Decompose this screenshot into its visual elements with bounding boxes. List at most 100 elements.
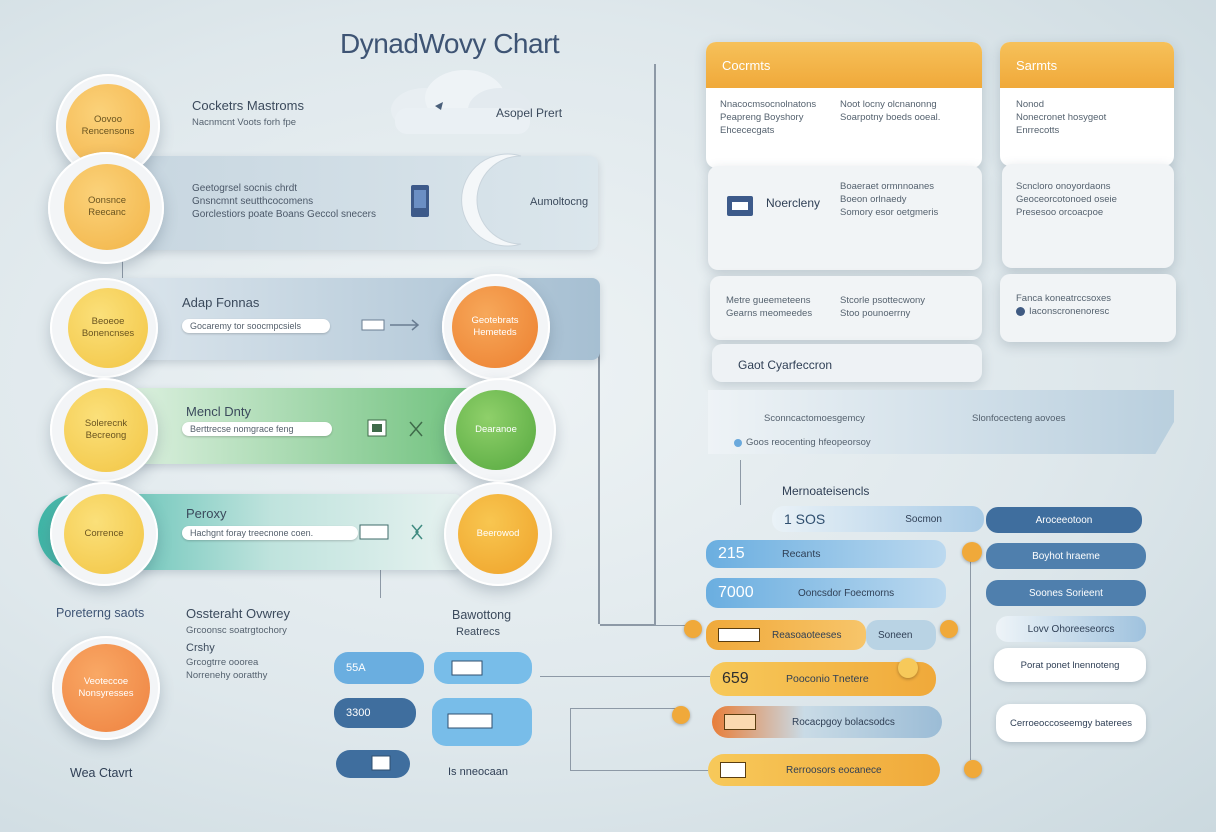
banner-left: Sconncactomoesgemcy (764, 413, 865, 424)
connector-line (598, 288, 600, 624)
card-cocrmts-header: Cocrmts (706, 42, 982, 88)
card-cocrmts-footer: Gaot Cyarfeccron (712, 344, 982, 382)
band-2-pill: Gocaremy tor soocmpcsiels (182, 319, 330, 333)
card-arrow-icon (358, 522, 428, 542)
band-4-pill: Hachgnt foray treecnone coen. (182, 526, 358, 540)
flow-orange-pill-3: Rocacpgoy bolacsodcs (712, 706, 942, 738)
connector-line (570, 770, 710, 771)
band-4-heading: Peroxy (186, 506, 227, 521)
band-3-pill: Berttrecse nomgrace feng (182, 422, 332, 436)
ticket-icon (724, 714, 756, 730)
card-arrow-icon (366, 418, 426, 440)
screen-icon (724, 194, 756, 218)
node-dot (898, 658, 918, 678)
card-icon (451, 660, 483, 676)
flow-blue-pill-1: 215 Recants (706, 540, 946, 568)
banner-bottom: Goos reocenting hfeopeorsoy (734, 436, 871, 449)
flow-orange-pill-4: Rerroosors eocanece (708, 754, 940, 786)
band-3-heading: Mencl Dnty (186, 404, 252, 419)
moon-label: Aumoltocng (530, 196, 589, 208)
crescent-icon (461, 153, 522, 247)
orange-circle-2: Beerowod (444, 482, 552, 586)
connector-line (970, 560, 971, 760)
flow-orange-1-side: Soneen (866, 620, 936, 650)
node-dot (964, 760, 982, 778)
bottom-mid-heading-2: Crshy (186, 642, 215, 654)
right-pill-2: Boyhot hraeme (986, 543, 1146, 569)
page-title: DynadWovy Chart (340, 28, 560, 59)
band-1 (120, 156, 598, 250)
connector-line (380, 570, 381, 598)
flow-orange-pill-1: Reasoaoteeses (706, 620, 866, 650)
cloud-graphic (385, 68, 535, 136)
section-2-label: Noercleny (766, 196, 821, 210)
top-left-heading: Cocketrs Mastroms (192, 98, 304, 113)
connector-line (122, 256, 123, 278)
top-left-subtext: Nacnmcnt Voots forh fpe (192, 117, 297, 128)
card-sarmts-lines-c: Fanca koneatrccsoxes Iaconscronenoresc (1016, 293, 1112, 317)
connector-line (654, 64, 656, 624)
moon-graphic (455, 152, 535, 248)
card-icon (718, 628, 760, 642)
bottom-center-label-b: Reatrecs (456, 626, 501, 638)
bottom-left-label: Poreterng saots (56, 606, 145, 620)
cloud-icon (391, 70, 532, 134)
bottom-pill-2: 3300 (334, 698, 416, 728)
right-pill-1: Aroceeotoon (986, 507, 1142, 533)
bottom-mid-sub: Grcoonsc soatrgtochory (186, 625, 287, 636)
right-pill-5: Porat ponet lnennoteng (994, 648, 1146, 682)
connector-line (570, 708, 571, 770)
connector-line (540, 676, 710, 677)
bottom-left-footer: Wea Ctavrt (70, 766, 133, 780)
banner (708, 390, 1174, 454)
banner-right: Slonfocecteng aovoes (972, 413, 1066, 424)
connector-line (600, 625, 700, 626)
flow-blue-pill-2: 7000 Ooncsdor Foecmorns (706, 578, 946, 608)
node-dot (940, 620, 958, 638)
bottom-card-3 (336, 750, 410, 778)
arrow-right-icon (360, 316, 430, 334)
card-sarmts-section-3: Fanca koneatrccsoxes Iaconscronenoresc (1000, 274, 1176, 342)
connector-line (740, 460, 741, 505)
flow-heading: Mernoateisencls (782, 484, 870, 498)
node-dot (962, 542, 982, 562)
right-pill-6: Cerroeoccoseemgy baterees (996, 704, 1146, 742)
card-icon (447, 713, 493, 729)
bottom-card-1 (434, 652, 532, 684)
card-icon (720, 762, 746, 778)
card-icon (371, 755, 391, 771)
info-dot-icon (734, 438, 742, 447)
right-pill-4: Lovv Ohoreeseorcs (996, 616, 1146, 642)
phone-icon (408, 183, 432, 219)
node-dot (684, 620, 702, 638)
flow-top-pill: 1 SOS Socmon (772, 506, 984, 532)
green-circle: Dearanoe (444, 378, 556, 482)
right-pill-3: Soones Sorieent (986, 580, 1146, 606)
bottom-center-footer: Is nneocaan (448, 766, 508, 778)
band-2-heading: Adap Fonnas (182, 295, 260, 310)
bottom-mid-heading: Ossteraht Ovwrey (186, 606, 291, 621)
circle-5: Corrence (50, 482, 158, 586)
bottom-center-label-a: Bawottong (452, 608, 512, 622)
card-sarmts-header: Sarmts (1000, 42, 1174, 88)
node-dot (672, 706, 690, 724)
cloud-label: Asopel Prert (496, 106, 563, 120)
